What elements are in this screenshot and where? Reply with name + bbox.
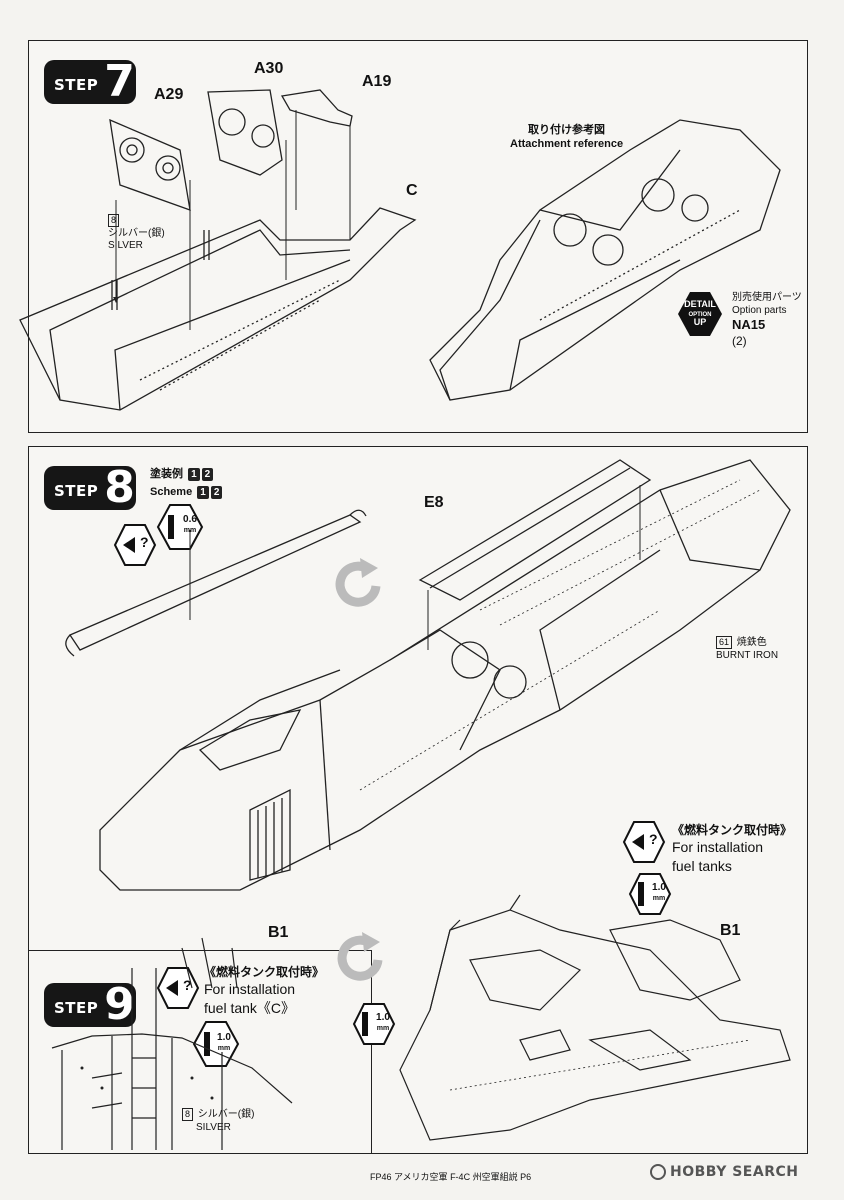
step9-drill-size: 1.0: [217, 1032, 231, 1043]
step7-panel: [28, 40, 808, 433]
step9-right-fuel-jp: 《燃料タンク取付時》: [672, 823, 793, 837]
step7-silver-number: 8: [108, 214, 120, 227]
step9-silver-jp: シルバー(銀): [197, 1109, 255, 1120]
step9-lower-drill-label: 1.0 mm: [372, 1013, 394, 1033]
step8-drill-size: 0.6: [183, 514, 197, 525]
watermark-text: HOBBY SEARCH: [670, 1164, 799, 1180]
step7-label-a30: A30: [254, 60, 284, 77]
step7-option-qty: (2): [732, 333, 747, 348]
step7-silver-en: SILVER: [108, 240, 143, 251]
step9-right-drill-size: 1.0: [652, 882, 666, 893]
step7-label-a19: A19: [362, 73, 392, 90]
step9-drill-unit: mm: [217, 1045, 231, 1052]
step7-option-en: Option parts: [732, 304, 787, 316]
step8-label-e8: E8: [424, 494, 444, 511]
detail-up-mid: OPTION: [688, 312, 712, 318]
step9-drill-icon: [192, 1021, 240, 1067]
step9-right-fuel-en-1: For installation: [672, 839, 764, 856]
step7-reference-jp: 取り付け参考図: [528, 124, 606, 136]
step7-number: 7: [104, 56, 135, 107]
step9-right-fuel-note: 《燃料タンク取付時》 For installation fuel tanks: [672, 822, 792, 876]
step8-assembly-drawing: [65, 459, 791, 891]
step8-burnt-number: 61: [716, 636, 733, 649]
detail-up-label: DETAIL OPTION UP: [676, 300, 724, 327]
detail-up-top: DETAIL: [684, 299, 716, 309]
step9-word: STEP: [54, 999, 99, 1017]
step9-drill-label: 1.0 mm: [212, 1033, 236, 1053]
step7-option-parts: 別売使用パーツ Option parts NA15 (2): [732, 292, 802, 349]
step9-lower-drill-unit: mm: [376, 1025, 390, 1032]
step8-scheme-jp: 塗装例: [150, 468, 183, 480]
step9-fuel-en-1: For installation: [204, 981, 296, 998]
watermark-logo-icon: [650, 1164, 666, 1180]
page-footer: FP46 アメリカ空軍 F-4C 州空軍組説 P6: [370, 1172, 532, 1182]
step9-rotate-arrow-icon: [337, 932, 383, 981]
step9-right-open-hole-icon: ?: [622, 821, 666, 863]
step8-number: 8: [104, 462, 135, 513]
step7-option-part: NA15: [732, 317, 766, 332]
open-hole-icon: ?: [113, 524, 157, 566]
step9-fuel-note: 《燃料タンク取付時》 For installation fuel tank《C》: [204, 964, 324, 1018]
step8-badge: STEP 8: [44, 466, 136, 510]
step9-right-drill-unit: mm: [652, 895, 666, 902]
step9-silver-note: 8 シルバー(銀) SILVER: [182, 1108, 254, 1134]
watermark: HOBBY SEARCH: [650, 1164, 798, 1180]
step8-word: STEP: [54, 482, 99, 500]
step7-label-c: C: [406, 182, 418, 199]
step8-scheme-en: Scheme: [150, 485, 193, 498]
svg-text:?: ?: [140, 534, 149, 550]
step8-burnt-en: BURNT IRON: [716, 649, 779, 661]
step9-silver-number: 8: [182, 1108, 194, 1121]
step8-scheme-1: 1: [188, 468, 200, 481]
step7-reference-title: 取り付け参考図 Attachment reference: [510, 124, 623, 152]
step9-right-drill-icon: [628, 873, 672, 915]
step7-reference-drawing: [429, 119, 781, 401]
step9-right-drill-label: 1.0 mm: [648, 883, 670, 903]
step8-burnt-iron-note: 61 焼鉄色 BURNT IRON: [716, 636, 778, 662]
step7-silver-jp: シルバー(銀): [108, 227, 165, 239]
step8-scheme-en-1: 1: [197, 485, 209, 499]
detail-up-bottom: UP: [693, 317, 707, 327]
step9-lower-drill-icon: [352, 1003, 396, 1045]
step8-scheme-2: 2: [201, 468, 214, 481]
step9-right-fuel-en-2: fuel tanks: [672, 858, 732, 875]
step9-label-b1-right: B1: [720, 922, 741, 939]
rotate-arrow-icon: [335, 558, 381, 607]
step9-detail-drawing: [51, 937, 293, 1150]
svg-text:?: ?: [183, 977, 192, 993]
step8-scheme-en-2: 2: [210, 485, 223, 499]
step9-open-hole-icon: ?: [156, 967, 200, 1009]
step7-badge: STEP 7: [44, 60, 136, 104]
step8-burnt-jp: 焼鉄色: [736, 637, 767, 648]
step7-label-a29: A29: [154, 86, 184, 103]
step7-reference-en: Attachment reference: [510, 137, 624, 150]
step7-option-jp: 別売使用パーツ: [732, 292, 802, 303]
step9-number: 9: [104, 979, 135, 1030]
step9-badge: STEP 9: [44, 983, 136, 1027]
step7-silver-note: 8 シルバー(銀) SILVER: [108, 214, 165, 253]
detail-up-hexagon-icon: [678, 292, 722, 336]
step9-lower-drill-size: 1.0: [376, 1012, 390, 1023]
step7-word: STEP: [54, 76, 99, 94]
step9-label-b1: B1: [268, 924, 289, 941]
step9-silver-en: SILVER: [196, 1121, 231, 1133]
step9-lower-drawing: [399, 894, 791, 1141]
step9-fuel-en-2: fuel tank《C》: [204, 1000, 296, 1017]
step7-assembly-drawing: [19, 89, 417, 411]
svg-text:?: ?: [649, 831, 658, 847]
